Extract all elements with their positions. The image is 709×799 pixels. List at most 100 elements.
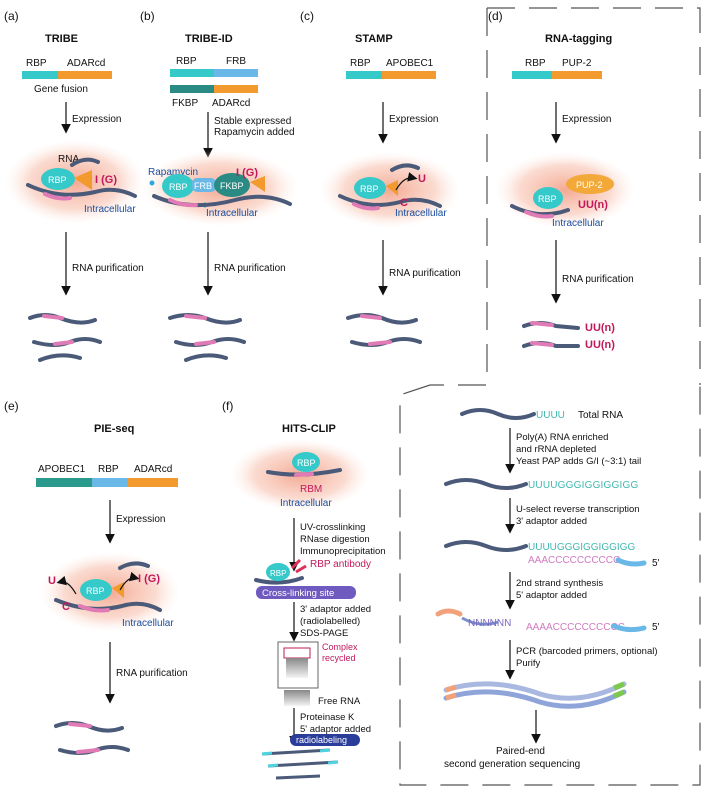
fusion-rbp-label-c: RBP [350,58,371,69]
edit-c-c: C [400,197,408,209]
panel-b-title: TRIBE-ID [185,33,233,45]
binding-motif-e [78,604,110,613]
rapamycin-dot-1 [149,180,155,186]
step-proteinase-k: Proteinase K [300,712,355,723]
step-rrna-depleted: and rRNA depleted [516,444,596,455]
fusion-fkbp-label: FKBP [172,98,198,109]
step-purification-c: RNA purification [389,268,461,279]
product-binding-c2 [368,340,392,346]
step-second-strand: 2nd strand synthesis [516,578,603,589]
apobec-domain-e [36,478,92,487]
crosslink-site-badge [256,586,356,599]
rbp-protein [41,168,75,190]
edit-ig: I (G) [95,174,117,186]
intracellular-label-f: Intracellular [280,498,332,509]
frb-domain [214,69,258,77]
final-paired-end: Paired-end [496,746,545,757]
antibody-icon [290,558,307,574]
cell-glow-a [5,140,145,224]
gel-lane [286,658,308,678]
step-immunoprecipitation: Immunoprecipitation [300,546,386,557]
product-binding-1 [42,314,64,320]
rbp-domain-d [512,71,552,79]
total-rna-label: Total RNA [578,410,623,421]
panel-a: (a) TRIBE RBP ADARcd Gene fusion Express… [4,9,145,362]
edit-ig-b: I (G) [236,167,258,179]
step-5-adaptor-g: 5' adaptor added [516,590,587,601]
library-fragment-2 [267,760,339,768]
rbp-protein-e [80,579,112,601]
fkbp-domain [170,85,214,93]
fusion-adar-label: ADARcd [67,58,105,69]
panel-a-title: TRIBE [45,33,78,45]
product-tail-d1: UU(n) [585,322,615,334]
mol-frb: FRB [194,181,212,191]
apobec-catalytic-c [386,180,398,196]
edit-u-c: U [418,173,426,185]
step-purify: Purify [516,658,541,669]
tailed-rna-seq: UUUUGGGIGGIGGIGG [528,480,638,491]
adar-domain-b [214,85,258,93]
edit-arrow-c [395,172,418,191]
uu-tail-d: UU(n) [578,199,608,211]
mol-fkbp: FKBP [220,181,244,191]
product-binding-e1 [68,722,92,728]
recycled-label: recycled [322,653,356,663]
rna-label: RNA [58,154,79,165]
free-rna-lane [284,690,310,706]
step-purification-d: RNA purification [562,274,634,285]
step-radiolabelled: (radiolabelled) [300,616,360,627]
intracellular-label-e: Intracellular [122,618,174,629]
frb-protein [192,178,216,192]
step-expression-a: Expression [72,114,121,125]
5-adaptor-strand [435,608,463,617]
pcr-product-1 [443,681,627,701]
binding-motif-b [168,198,198,208]
3-adaptor-strand-2 [611,623,647,633]
panel-g-frame [399,384,701,786]
fusion-adar-label-b: ADARcd [212,98,250,109]
product-binding-e2 [76,748,100,754]
complex-label: Complex [322,642,358,652]
library-fragment-1 [261,748,331,756]
panel-e: (e) PIE-seq APOBEC1 RBP ADARcd Expressio… [4,399,188,755]
panel-c-title: STAMP [355,33,393,45]
gene-fusion-note: Gene fusion [34,84,88,95]
total-rna-tail: UUUU [536,410,565,421]
rbm-label: RBM [300,484,322,495]
bound-rna-e [54,598,162,612]
product-binding-d2 [530,341,554,347]
adaptor-ends-2 [267,760,339,768]
intracellular-label-d: Intracellular [552,218,604,229]
product-rna-c1 [346,313,418,325]
rna-fragment-f [254,576,304,585]
cell-glow-c [320,152,460,228]
free-rna-strand [70,157,100,167]
panel-c: (c) STAMP RBP APOBEC1 Expression RBP U C… [300,9,461,347]
step-3-adaptor-g: 3' adaptor added [516,516,587,527]
panel-e-label: (e) [4,399,19,413]
binding-motif-d [524,210,554,219]
fusion-adar-label-e: ADARcd [134,464,172,475]
product-binding-c1 [360,314,382,320]
cell-glow-d [495,152,635,228]
rt-rna-strand [444,540,528,552]
step-yeast-pap: Yeast PAP adds G/I (~3:1) tail [516,456,641,467]
total-rna-strand [460,408,536,420]
product-binding-d1 [530,321,554,327]
step-rapamycin-added: Rapamycin added [214,127,295,138]
cdna-seq: AAACCCCCCCCCC [528,555,620,566]
panel-a-label: (a) [4,9,19,23]
apobec-domain-c [382,71,436,79]
rbp-protein-f2 [266,563,290,581]
panel-b-label: (b) [140,9,155,23]
step-5-adaptor-f: 5' adaptor added [300,724,371,735]
binding-motif-f [294,472,314,477]
panel-c-label: (c) [300,9,314,23]
fusion-rbp-label: RBP [26,58,47,69]
panel-e-title: PIE-seq [94,423,134,435]
step-uv-crosslinking: UV-crosslinking [300,522,365,533]
rbp-domain-c [346,71,382,79]
step-expression-c: Expression [389,114,438,125]
final-sequencing: second generation sequencing [444,759,580,770]
